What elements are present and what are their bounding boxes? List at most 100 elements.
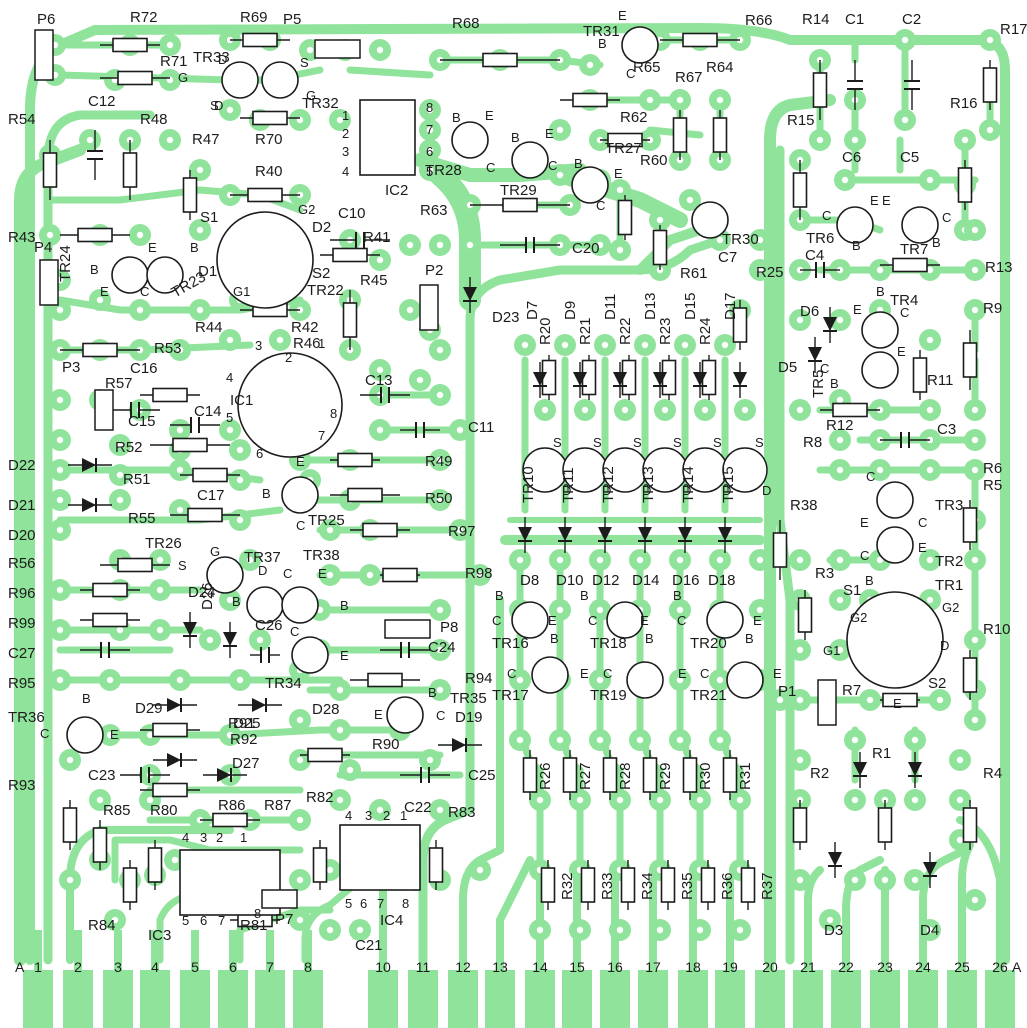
resistor-body (502, 197, 538, 213)
solder-pad (229, 509, 251, 531)
component-label: TR36 (8, 709, 45, 726)
pin-letter: E (148, 240, 157, 255)
pin-letter: B (865, 573, 874, 588)
solder-pad (844, 869, 866, 891)
pin-letter: S (593, 435, 602, 450)
component-label: TR25 (308, 512, 345, 529)
component-label: D24 (188, 584, 216, 601)
trace (496, 856, 534, 964)
pin-letter: G (210, 544, 220, 559)
solder-pad (964, 429, 986, 451)
component-label: D23 (492, 309, 520, 326)
component-label: R28 (617, 762, 634, 790)
component-label: D26 (199, 582, 216, 610)
solder-pad (469, 564, 491, 586)
solder-pad (589, 549, 611, 571)
component-label: TR37 (244, 549, 281, 566)
component-label: R70 (255, 131, 283, 148)
edge-pin-number: 23 (877, 959, 893, 975)
component-label: R31 (737, 762, 754, 790)
pin-letter: G (306, 88, 316, 103)
pin-letter: G2 (850, 610, 867, 625)
component-label: TR31 (583, 23, 620, 40)
component-label: R86 (218, 797, 246, 814)
component-label: TR27 (605, 140, 642, 157)
solder-pad (239, 549, 261, 571)
solder-pad (249, 629, 271, 651)
solder-pad (829, 309, 851, 331)
component-label: D20 (8, 527, 36, 544)
resistor-body (92, 612, 128, 628)
component-label: R43 (8, 229, 36, 246)
pin-letter: S (178, 558, 187, 573)
component-label: R83 (448, 804, 476, 821)
solder-pad (749, 549, 771, 571)
solder-pad (629, 729, 651, 751)
resistor-body (192, 467, 228, 483)
component-label: P8 (440, 619, 458, 636)
component-label: R34 (639, 872, 656, 900)
solder-pad (289, 869, 311, 891)
solder-pad (919, 329, 941, 351)
resistor-body (877, 807, 893, 843)
component-label: C16 (130, 360, 158, 377)
component-label: C15 (128, 413, 156, 430)
component-label: D25 (233, 715, 261, 732)
ic4-pin-number: 7 (377, 896, 384, 911)
edge-pin-number: 10 (375, 959, 391, 975)
resistor-body (382, 567, 418, 583)
resistor-body (962, 657, 978, 693)
resistor-body (92, 582, 128, 598)
resistor-body (722, 757, 738, 793)
pin-letter: S (300, 55, 309, 70)
component-label: R90 (372, 736, 400, 753)
pin-letter: D (214, 98, 223, 113)
solder-pad (789, 689, 811, 711)
pin-letter: B (876, 284, 885, 299)
pot-p5 (314, 39, 361, 59)
ic4-pin-number: 1 (400, 808, 407, 823)
solder-pad (609, 789, 631, 811)
ic3-pin-number: 7 (218, 913, 225, 928)
solder-pad (569, 919, 591, 941)
component-label: IC2 (385, 182, 408, 199)
pot-p7 (261, 889, 298, 909)
solder-pad (634, 334, 656, 356)
pot-p1 (817, 679, 837, 726)
ic4-outline (339, 824, 421, 891)
component-label: R15 (787, 112, 815, 129)
resistor-body (112, 37, 148, 53)
solder-pad (649, 209, 671, 231)
solder-pad (159, 129, 181, 151)
component-label: R38 (790, 497, 818, 514)
solder-pad (844, 729, 866, 751)
solder-pad (509, 549, 531, 571)
diode-symbol (452, 738, 466, 752)
edge-pin-number: 2 (74, 959, 82, 975)
resistor-body (187, 507, 223, 523)
solder-pad (269, 329, 291, 351)
component-label: TR38 (303, 547, 340, 564)
component-label: TR6 (806, 230, 834, 247)
component-label: D29 (135, 700, 163, 717)
resistor-body (700, 867, 716, 903)
pin-letter: C (820, 361, 829, 376)
edge-pin-number: 22 (838, 959, 854, 975)
pin-letter: G (178, 70, 188, 85)
component-label: R23 (657, 317, 674, 345)
solder-pad (369, 419, 391, 441)
copper-traces (14, 23, 1010, 972)
diode-symbol (823, 317, 837, 331)
pin-letter: E (678, 666, 687, 681)
edge-pin-number: 5 (191, 959, 199, 975)
diode-symbol (653, 372, 667, 386)
edge-pin-number: 13 (492, 959, 508, 975)
diode-symbol (82, 498, 96, 512)
component-label: TR16 (492, 635, 529, 652)
resistor-body (957, 167, 973, 203)
ic4-pin-number: 3 (365, 808, 372, 823)
solder-pad (549, 599, 571, 621)
component-label: S2 (312, 265, 330, 282)
solder-pad (89, 789, 111, 811)
component-label: R82 (306, 789, 334, 806)
